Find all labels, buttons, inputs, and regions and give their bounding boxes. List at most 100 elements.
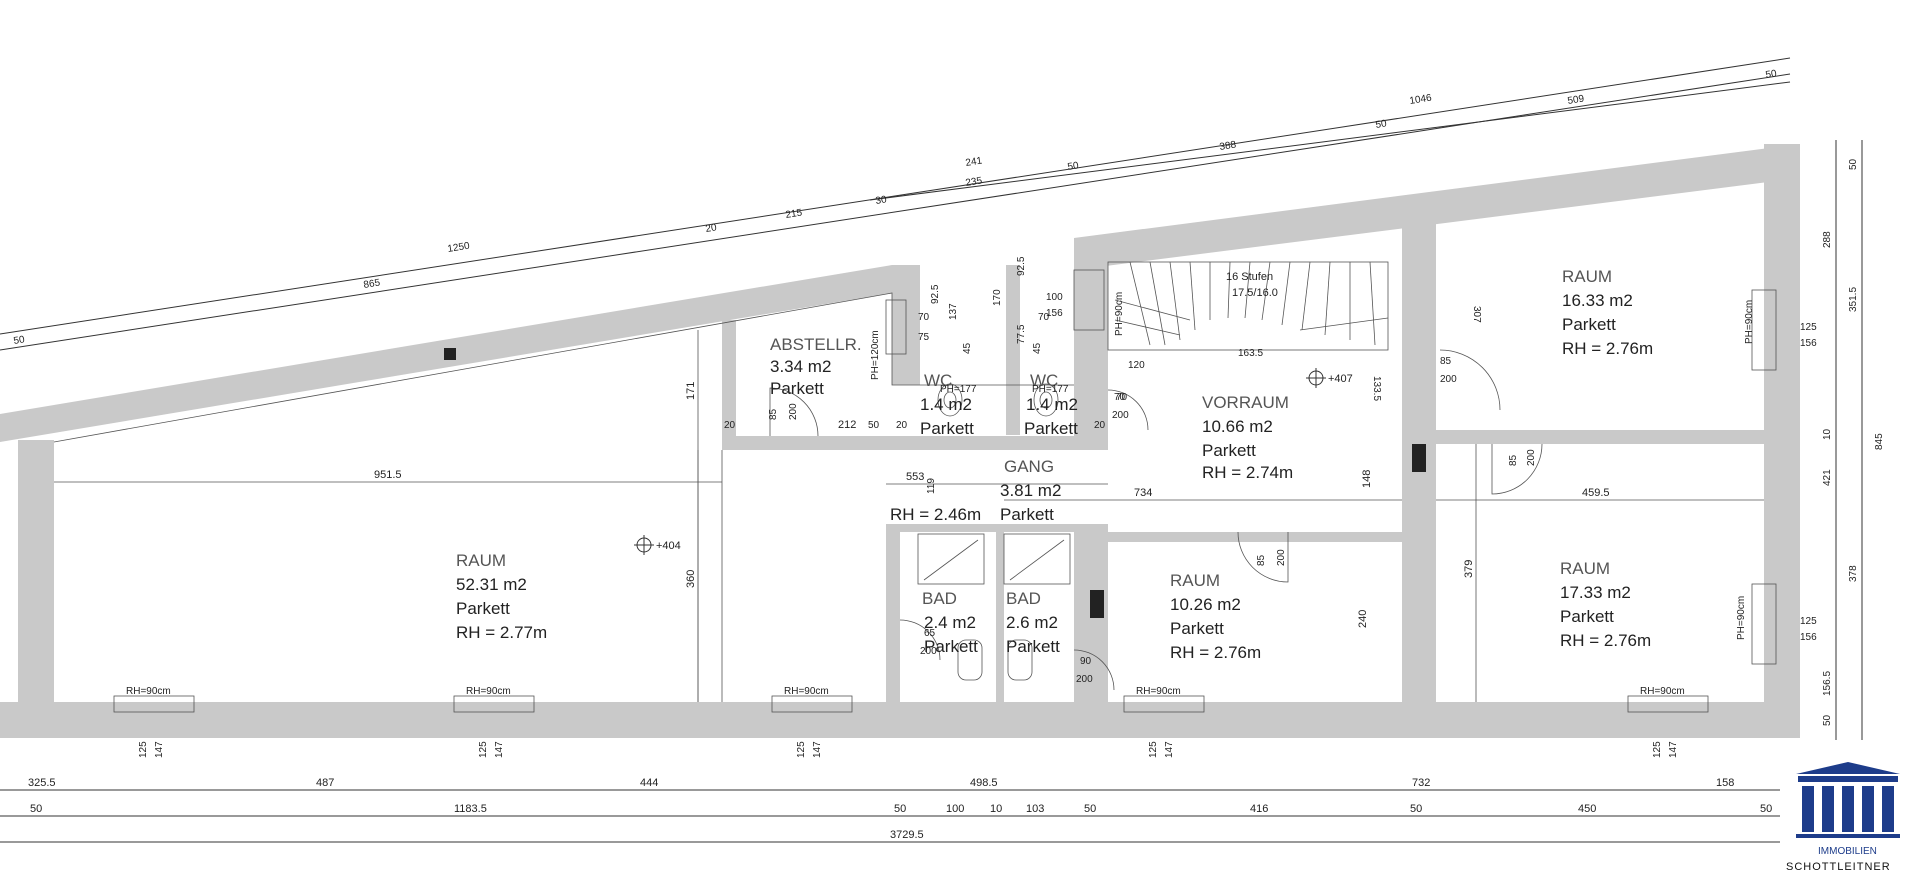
sink-2 [1007,639,1033,681]
dim-70b: 70 [1038,312,1050,323]
room-vorraum: VORRAUM 10.66 m2 Parkett RH = 2.74m [1202,393,1293,482]
svg-text:10.26 m2: 10.26 m2 [1170,595,1241,614]
wc-toilet-1 [937,383,963,417]
wall-outline-inner [53,292,1074,443]
svg-text:+407: +407 [1328,373,1353,385]
svg-text:PH=90cm: PH=90cm [1114,292,1125,336]
dim-137: 137 [948,303,959,320]
svg-text:50: 50 [1410,803,1422,815]
svg-text:17.33 m2: 17.33 m2 [1560,583,1631,602]
svg-text:509: 509 [1567,93,1586,107]
svg-text:1046: 1046 [1409,93,1433,107]
svg-text:2.4 m2: 2.4 m2 [924,613,976,632]
svg-text:200: 200 [1440,374,1457,385]
wall-core-right [1074,238,1108,438]
staircase: 16 Stufen 17.5/16.0 [1107,261,1389,351]
wall-bad-left [886,528,900,702]
svg-text:10.66 m2: 10.66 m2 [1202,417,1273,436]
svg-text:388: 388 [1219,139,1238,153]
svg-text:90: 90 [1080,656,1092,667]
svg-text:147: 147 [1668,741,1679,758]
svg-text:50: 50 [1822,714,1833,726]
svg-text:125: 125 [1148,741,1159,758]
svg-text:444: 444 [640,777,658,789]
svg-text:200: 200 [788,403,799,420]
svg-text:3.34 m2: 3.34 m2 [770,357,831,376]
svg-text:865: 865 [363,277,382,291]
logo-column-5 [1882,786,1894,832]
svg-text:200: 200 [1276,549,1287,566]
dim-70a: 70 [918,312,930,323]
svg-text:351.5: 351.5 [1848,287,1859,312]
door-abstell: 85 200 [768,387,819,437]
svg-text:RAUM: RAUM [456,551,506,570]
svg-text:241: 241 [965,155,984,169]
door-bad1: 65 200 [899,619,941,661]
svg-text:RH = 2.76m: RH = 2.76m [1562,339,1653,358]
svg-text:1250: 1250 [447,241,471,255]
svg-text:103: 103 [1026,803,1044,815]
svg-text:288: 288 [1822,231,1833,248]
wall-wc-mid [1006,265,1020,435]
svg-text:3.81 m2: 3.81 m2 [1000,481,1061,500]
svg-text:85: 85 [768,408,779,420]
svg-text:147: 147 [1164,741,1175,758]
svg-text:100: 100 [946,803,964,815]
bottom-dims-row1: 325.5 487 444 498.5 732 158 [28,777,1734,789]
dim-92b: 92.5 [1016,256,1027,276]
svg-text:487: 487 [316,777,334,789]
svg-text:RH = 2.76m: RH = 2.76m [1170,643,1261,662]
top-dim-line-1 [0,57,1791,335]
dim-20a: 20 [724,420,736,431]
door-bad2: 90 200 [1073,649,1115,691]
svg-text:85: 85 [1440,356,1452,367]
shower-2 [1003,533,1071,585]
svg-text:1183.5: 1183.5 [454,803,487,815]
logo-column-3 [1842,786,1854,832]
svg-text:65: 65 [924,628,936,639]
svg-text:450: 450 [1578,803,1596,815]
svg-text:147: 147 [154,741,165,758]
wall-bad-top [886,524,1108,532]
dim-951: 951.5 [374,469,402,481]
window-abstell: PH=120cm [870,299,907,380]
level-marker-1: +404 [634,535,681,555]
company-logo: IMMOBILIEN SCHOTTLEITNER [1786,762,1900,873]
svg-text:RH=90cm: RH=90cm [126,686,171,697]
window-bottom-4: RH=90cm [1123,686,1205,713]
svg-text:156: 156 [1800,632,1817,643]
svg-text:215: 215 [785,207,804,221]
svg-text:125: 125 [1652,741,1663,758]
svg-text:50: 50 [1765,68,1778,81]
svg-text:200: 200 [920,646,937,657]
svg-text:732: 732 [1412,777,1430,789]
svg-text:BAD: BAD [922,589,957,608]
svg-text:RH = 2.74m: RH = 2.74m [1202,463,1293,482]
svg-text:RAUM: RAUM [1170,571,1220,590]
wall-abstell-bottom [722,436,1108,450]
svg-text:845: 845 [1874,433,1885,450]
dim-459: 459.5 [1582,487,1610,499]
svg-text:ABSTELLR.: ABSTELLR. [770,335,862,354]
wall-bad-mid [996,528,1004,702]
svg-text:147: 147 [494,741,505,758]
window-bottom-1: RH=90cm [113,686,195,713]
room-raum-mid: RAUM 10.26 m2 Parkett RH = 2.76m [1170,571,1261,662]
ph177-label-1: PH=177 [1032,384,1069,395]
svg-text:52.31 m2: 52.31 m2 [456,575,527,594]
svg-text:RH=90cm: RH=90cm [1640,686,1685,697]
level-marker-2: +407 [1306,368,1353,388]
svg-text:235: 235 [965,175,984,189]
svg-text:156.5: 156.5 [1822,671,1833,696]
svg-text:2.6 m2: 2.6 m2 [1006,613,1058,632]
svg-text:16.33 m2: 16.33 m2 [1562,291,1633,310]
wall-vorraum-bottom [1108,532,1402,542]
dim-240: 240 [1357,610,1369,628]
svg-text:200: 200 [1112,410,1129,421]
svg-text:BAD: BAD [1006,589,1041,608]
svg-text:Parkett: Parkett [456,599,510,618]
dim-163: 163.5 [1238,348,1263,359]
svg-text:RH=90cm: RH=90cm [466,686,511,697]
ventilation-symbol-3 [1090,590,1104,618]
